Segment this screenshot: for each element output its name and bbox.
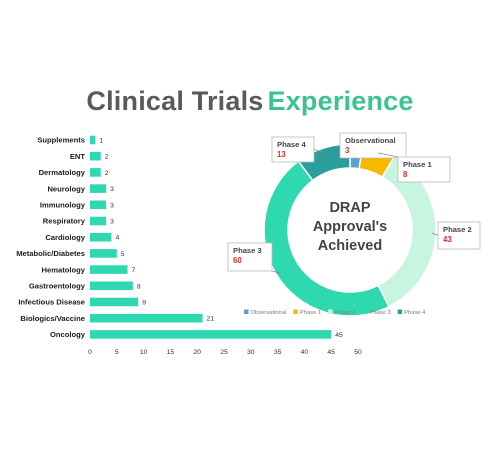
callout-value-phase-4: 13 <box>277 150 286 159</box>
category-label-respiratory: Respiratory <box>43 217 86 226</box>
value-label-ent: 2 <box>105 154 109 161</box>
callout-label-phase-3: Phase 3 <box>233 246 262 255</box>
category-label-metabolic-diabetes: Metabolic/Diabetes <box>16 249 85 258</box>
value-label-neurology: 3 <box>110 186 114 193</box>
callout-label-phase-4: Phase 4 <box>277 140 306 149</box>
callout-box-phase-2 <box>437 221 481 250</box>
category-label-infectious-disease: Infectious Disease <box>18 298 85 307</box>
category-label-biologics-vaccine: Biologics/Vaccine <box>20 314 85 323</box>
category-label-ent: ENT <box>70 152 86 161</box>
legend-swatch-phase-1 <box>293 309 298 314</box>
bar-oncology <box>90 330 332 339</box>
bar-biologics-vaccine <box>90 313 203 323</box>
legend-swatch-phase-4 <box>397 309 403 314</box>
value-label-supplements: 1 <box>99 138 103 145</box>
callout-value-phase-1: 8 <box>403 170 408 179</box>
value-label-gastroentology: 8 <box>137 283 141 290</box>
center-text-line-2: Approval's <box>313 219 387 235</box>
x-tick-40: 40 <box>301 349 309 356</box>
x-tick-45: 45 <box>327 349 335 356</box>
value-label-metabolic-diabetes: 5 <box>121 251 125 258</box>
donut-slice-phase-3 <box>263 160 390 317</box>
x-tick-20: 20 <box>193 349 201 356</box>
category-label-supplements: Supplements <box>37 136 85 145</box>
bar-neurology <box>90 184 107 193</box>
title-part-experience: Experience <box>267 86 414 116</box>
center-text-line-3: Achieved <box>318 238 382 254</box>
bar-supplements <box>90 135 96 145</box>
category-label-immunology: Immunology <box>40 201 86 210</box>
legend-swatch-phase-3 <box>362 309 368 314</box>
legend-swatch-observational <box>244 309 249 314</box>
category-label-cardiology: Cardiology <box>45 233 85 242</box>
x-tick-35: 35 <box>274 349 282 356</box>
x-tick-10: 10 <box>140 349 148 356</box>
title-part-clinical-trials: Clinical Trials <box>86 86 264 116</box>
donut-legend: Observational Phase 1 Phase 2 Phase 3 Phase … <box>244 309 426 316</box>
category-label-oncology: Oncology <box>50 330 86 339</box>
center-text-line-1: DRAP <box>329 200 370 216</box>
bar-metabolic-diabetes <box>90 249 117 258</box>
legend-label-phase-1: Phase 1 <box>300 310 321 316</box>
callout-label-observational: Observational <box>345 136 396 145</box>
category-label-gastroentology: Gastroentology <box>29 282 86 291</box>
bar-respiratory <box>90 216 107 226</box>
bar-immunology <box>90 200 107 210</box>
callout-box-phase-4 <box>271 136 315 163</box>
value-label-infectious-disease: 9 <box>142 300 146 307</box>
value-label-respiratory: 3 <box>110 219 114 226</box>
callout-line-phase-2 <box>431 232 439 236</box>
callout-value-phase-3: 60 <box>233 256 242 265</box>
callout-label-phase-2: Phase 2 <box>443 225 472 234</box>
callout-value-observational: 3 <box>345 146 350 155</box>
bar-ent <box>90 151 101 161</box>
value-label-cardiology: 4 <box>115 235 119 242</box>
legend-label-phase-3: Phase 3 <box>369 310 390 316</box>
x-tick-5: 5 <box>115 349 119 356</box>
legend-label-phase-2: Phase 2 <box>335 310 356 316</box>
x-tick-25: 25 <box>220 349 228 356</box>
callout-line-phase-1 <box>377 152 399 158</box>
x-tick-50: 50 <box>354 349 362 356</box>
legend-label-observational: Observational <box>251 310 287 316</box>
callout-box-phase-3 <box>227 242 273 272</box>
x-tick-30: 30 <box>247 349 255 356</box>
value-label-immunology: 3 <box>110 202 114 209</box>
bar-gastroentology <box>90 281 133 291</box>
callout-label-phase-1: Phase 1 <box>403 160 432 169</box>
value-label-hematology: 7 <box>132 267 136 274</box>
bar-infectious-disease <box>90 297 139 307</box>
value-label-dermatology: 2 <box>105 170 109 177</box>
donut-chart: DRAPApproval'sAchievedObservational3Phas… <box>227 132 481 317</box>
x-tick-15: 15 <box>167 349 175 356</box>
bar-hematology <box>90 265 128 274</box>
value-label-oncology: 45 <box>335 332 343 339</box>
callout-line-phase-4 <box>313 149 325 153</box>
x-tick-0: 0 <box>88 349 92 356</box>
bar-dermatology <box>90 168 101 177</box>
category-label-hematology: Hematology <box>42 265 86 274</box>
callout-box-phase-1 <box>397 156 451 183</box>
bar-cardiology <box>90 232 112 242</box>
category-label-dermatology: Dermatology <box>39 168 86 177</box>
category-label-neurology: Neurology <box>47 184 85 193</box>
callout-value-phase-2: 43 <box>443 235 452 244</box>
callout-box-observational <box>339 132 407 159</box>
callout-line-phase-3 <box>271 270 281 274</box>
value-label-biologics-vaccine: 21 <box>207 316 215 323</box>
legend-swatch-phase-2 <box>328 309 333 314</box>
legend-label-phase-4: Phase 4 <box>404 310 426 316</box>
